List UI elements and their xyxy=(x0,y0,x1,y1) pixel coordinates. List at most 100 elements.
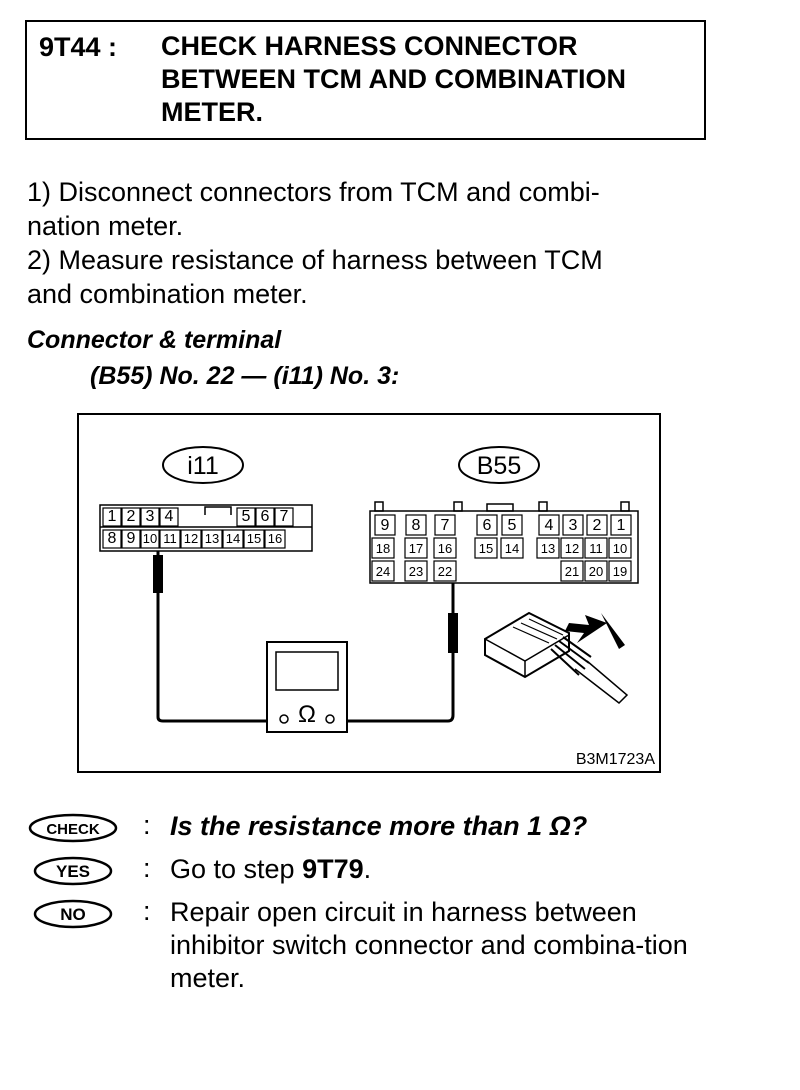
svg-text:11: 11 xyxy=(163,531,177,546)
svg-text:13: 13 xyxy=(541,541,555,556)
svg-text:YES: YES xyxy=(56,862,90,881)
i11-terminal-5: 5 xyxy=(236,507,256,527)
b55-terminal-9: 9 xyxy=(374,514,396,536)
svg-text:7: 7 xyxy=(280,508,289,525)
svg-text:2: 2 xyxy=(127,508,136,525)
svg-text:16: 16 xyxy=(268,531,282,546)
yes-prefix: Go to step xyxy=(170,854,303,884)
svg-text:4: 4 xyxy=(165,508,174,525)
connector-spec: (B55) No. 22 — (i11) No. 3: xyxy=(90,362,400,390)
svg-text:2: 2 xyxy=(593,517,602,534)
b55-terminal-8: 8 xyxy=(405,514,427,536)
b55-terminal-2: 2 xyxy=(586,514,608,536)
svg-text:22: 22 xyxy=(438,564,452,579)
no-answer: Repair open circuit in harness between i… xyxy=(170,897,688,993)
svg-text:15: 15 xyxy=(247,531,261,546)
b55-terminal-18: 18 xyxy=(371,537,395,559)
i11-terminal-7: 7 xyxy=(274,507,294,527)
svg-text:NO: NO xyxy=(60,905,86,924)
no-badge: NO xyxy=(33,899,113,929)
svg-text:5: 5 xyxy=(508,517,517,534)
yes-suffix: . xyxy=(363,854,372,884)
b55-terminal-19: 19 xyxy=(608,560,632,582)
i11-terminal-6: 6 xyxy=(255,507,275,527)
svg-text:17: 17 xyxy=(409,541,423,556)
test-lead-right xyxy=(347,583,458,723)
b55-terminal-6: 6 xyxy=(476,514,498,536)
b55-terminal-7: 7 xyxy=(434,514,456,536)
svg-text:4: 4 xyxy=(545,517,554,534)
svg-text:3: 3 xyxy=(569,517,578,534)
svg-text:1: 1 xyxy=(108,508,117,525)
no-colon: : xyxy=(143,896,151,926)
b55-terminal-5: 5 xyxy=(501,514,523,536)
test-lead-left xyxy=(153,551,279,723)
i11-terminal-16: 16 xyxy=(264,529,286,549)
i11-terminal-12: 12 xyxy=(180,529,202,549)
b55-terminal-11: 11 xyxy=(584,537,608,559)
b55-terminal-12: 12 xyxy=(560,537,584,559)
check-colon: : xyxy=(143,810,151,840)
i11-terminal-13: 13 xyxy=(201,529,223,549)
b55-terminal-13: 13 xyxy=(536,537,560,559)
b55-terminal-24: 24 xyxy=(371,560,395,582)
connector-plug-illustration xyxy=(484,611,629,704)
i11-terminal-15: 15 xyxy=(243,529,265,549)
svg-text:12: 12 xyxy=(565,541,579,556)
svg-text:6: 6 xyxy=(483,517,492,534)
svg-text:5: 5 xyxy=(242,508,251,525)
figure-code: B3M1723A xyxy=(576,751,655,768)
step-header: 9T44 : CHECK HARNESS CONNECTOR BETWEEN T… xyxy=(25,20,706,140)
svg-text:10: 10 xyxy=(143,531,157,546)
yes-colon: : xyxy=(143,853,151,883)
i11-terminal-2: 2 xyxy=(121,507,141,527)
yes-step-link[interactable]: 9T79 xyxy=(302,854,364,884)
svg-text:21: 21 xyxy=(565,564,579,579)
check-question: Is the resistance more than 1 Ω? xyxy=(170,811,588,841)
check-badge: CHECK xyxy=(28,813,118,843)
b55-terminal-1: 1 xyxy=(610,514,632,536)
step-title: CHECK HARNESS CONNECTOR BETWEEN TCM AND … xyxy=(161,31,626,127)
i11-terminal-11: 11 xyxy=(159,529,181,549)
step-id: 9T44 : xyxy=(39,32,118,62)
svg-text:20: 20 xyxy=(589,564,603,579)
connector-i11-oval xyxy=(162,446,244,484)
i11-terminal-10: 10 xyxy=(140,529,160,549)
svg-text:12: 12 xyxy=(184,531,198,546)
b55-terminal-14: 14 xyxy=(500,537,524,559)
b55-terminal-20: 20 xyxy=(584,560,608,582)
svg-text:19: 19 xyxy=(613,564,627,579)
connector-b55-oval xyxy=(458,446,540,484)
svg-text:10: 10 xyxy=(613,541,627,556)
instruction-line-1: 1) Disconnect connectors from TCM and co… xyxy=(27,177,600,207)
instruction-line-3: 2) Measure resistance of harness between… xyxy=(27,245,603,275)
yes-badge: YES xyxy=(33,856,113,886)
i11-terminal-14: 14 xyxy=(222,529,244,549)
yes-answer: Go to step 9T79. xyxy=(170,853,715,886)
svg-text:7: 7 xyxy=(441,517,450,534)
i11-terminal-8: 8 xyxy=(102,529,122,549)
svg-text:24: 24 xyxy=(376,564,390,579)
b55-terminal-15: 15 xyxy=(474,537,498,559)
b55-terminal-17: 17 xyxy=(404,537,428,559)
svg-text:23: 23 xyxy=(409,564,423,579)
svg-text:9: 9 xyxy=(127,530,136,547)
b55-terminal-22: 22 xyxy=(433,560,457,582)
b55-terminal-16: 16 xyxy=(433,537,457,559)
connector-b55-label: B55 xyxy=(477,452,521,480)
svg-text:15: 15 xyxy=(479,541,493,556)
connector-i11-label: i11 xyxy=(187,452,219,480)
svg-text:1: 1 xyxy=(617,517,626,534)
svg-text:8: 8 xyxy=(108,530,117,547)
b55-terminal-4: 4 xyxy=(538,514,560,536)
b55-terminal-10: 10 xyxy=(608,537,632,559)
svg-text:18: 18 xyxy=(376,541,390,556)
i11-terminal-9: 9 xyxy=(121,529,141,549)
b55-terminal-23: 23 xyxy=(404,560,428,582)
i11-terminal-4: 4 xyxy=(159,507,179,527)
svg-text:CHECK: CHECK xyxy=(46,821,100,838)
